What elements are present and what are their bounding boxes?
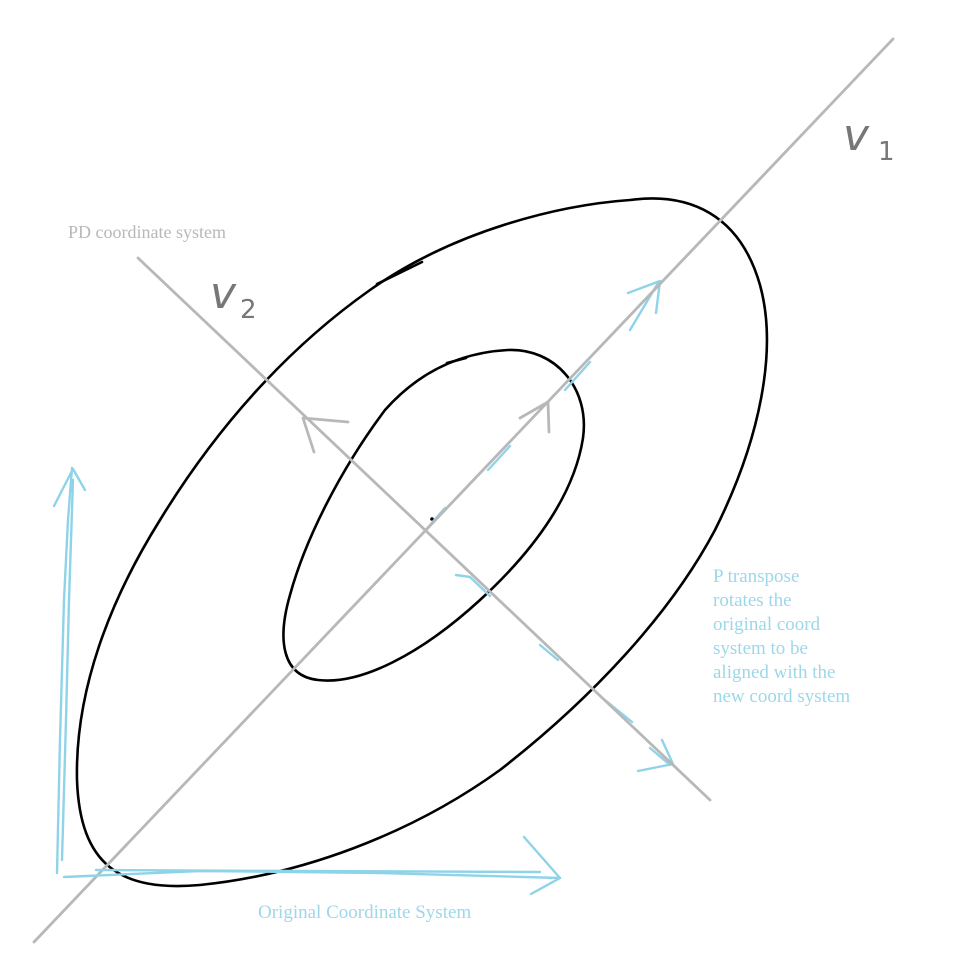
inner-ellipse <box>282 348 586 682</box>
rotated-v2-arrowhead <box>636 738 675 773</box>
outer-ellipse-stroke-start <box>375 260 424 286</box>
original-axes <box>52 466 562 896</box>
v1-letter: v <box>843 110 870 161</box>
p-transpose-note: P transpose rotates the original coord s… <box>713 566 850 707</box>
v1-axis-line <box>32 37 895 944</box>
note-line: P transpose <box>713 566 799 587</box>
outer-ellipse <box>75 197 769 888</box>
v2-subscript: 2 <box>240 295 257 325</box>
rotated-v1-arrowhead <box>626 279 662 315</box>
original-y-axis <box>55 466 74 875</box>
pd-axes <box>32 37 895 944</box>
rotated-trace-arrows <box>428 279 675 773</box>
pd-coordinate-system-label: PD coordinate system <box>68 222 226 242</box>
v2-handwritten-label: v 2 <box>210 268 257 325</box>
contour-ellipses <box>75 197 769 888</box>
original-x-axis-double <box>94 868 542 874</box>
note-line: original coord <box>713 614 821 635</box>
original-x-arrowhead <box>522 835 562 896</box>
note-line: system to be <box>713 638 808 659</box>
note-line: aligned with the <box>713 662 835 683</box>
v1-axis-arrow <box>518 400 551 434</box>
inner-ellipse-stroke-start <box>445 356 468 365</box>
original-coordinate-system-label: Original Coordinate System <box>258 902 471 923</box>
original-y-axis-double <box>60 478 75 862</box>
v1-subscript: 1 <box>878 137 895 167</box>
v2-axis-line <box>136 256 712 802</box>
original-y-arrowhead <box>52 467 87 508</box>
note-line: new coord system <box>713 686 850 707</box>
rotated-v2-trace <box>454 573 672 767</box>
v2-axis-arrow <box>301 416 350 454</box>
note-line: rotates the <box>713 590 792 611</box>
v1-handwritten-label: v 1 <box>843 110 895 167</box>
v2-letter: v <box>210 268 237 319</box>
